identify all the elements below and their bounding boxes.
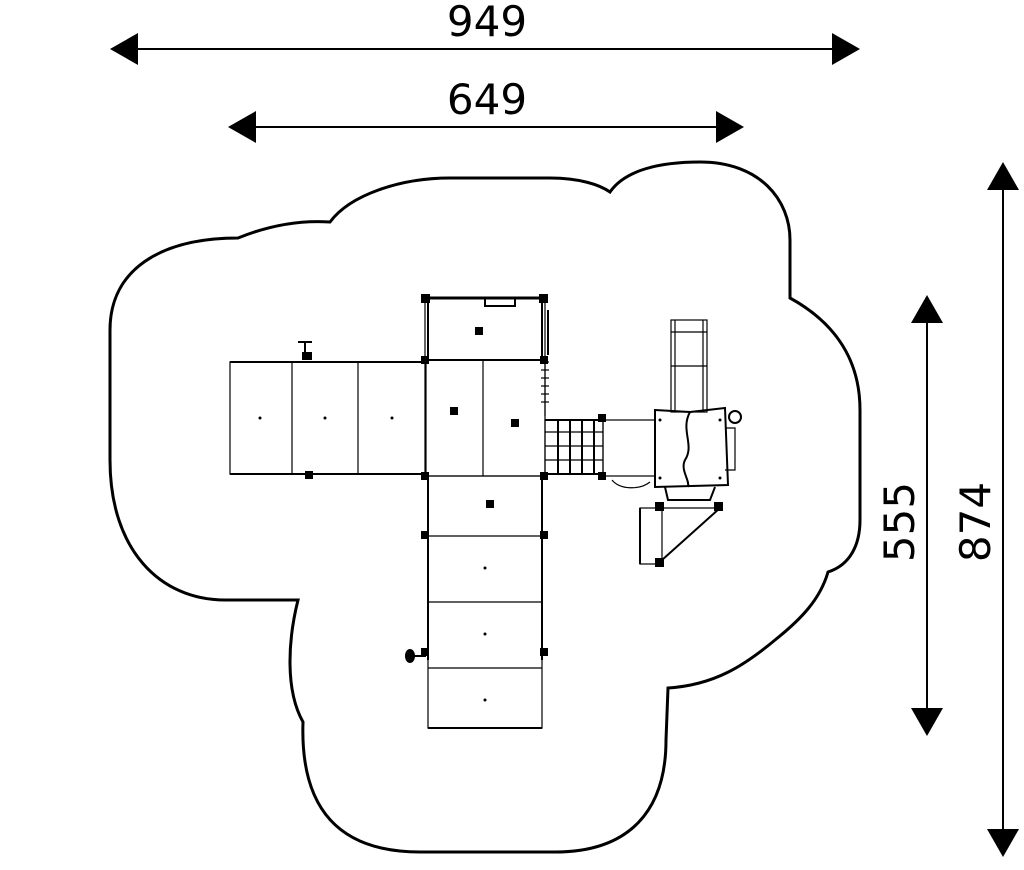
arrow-right-icon	[716, 111, 744, 143]
left-post	[298, 341, 312, 360]
ladder-rungs	[541, 360, 549, 416]
lower-deck	[421, 475, 548, 729]
right-tower	[654, 406, 742, 489]
arrow-down-icon	[987, 829, 1019, 857]
overall-width-label: 949	[447, 0, 527, 46]
arrow-left-icon	[228, 111, 256, 143]
dimension-equipment-depth: 555	[875, 295, 943, 736]
right-connector-deck	[602, 419, 656, 489]
equipment-depth-label: 555	[875, 482, 924, 562]
dimension-overall-width: 949	[110, 0, 860, 65]
left-deck	[229, 361, 427, 479]
dimension-overall-depth: 874	[951, 162, 1019, 857]
arrow-up-icon	[911, 295, 943, 323]
slide-top	[670, 319, 708, 413]
lower-left-post	[405, 649, 426, 663]
overall-depth-label: 874	[951, 482, 1000, 562]
equipment-width-label: 649	[447, 75, 527, 124]
arrow-left-icon	[110, 33, 138, 65]
arrow-up-icon	[987, 162, 1019, 190]
arrow-right-icon	[832, 33, 860, 65]
central-platform	[421, 356, 548, 480]
play-equipment	[229, 294, 742, 729]
safety-zone-outline	[108, 160, 862, 854]
bridge	[544, 414, 606, 480]
lower-climber	[639, 486, 723, 567]
top-tower	[421, 294, 549, 361]
arrow-down-icon	[911, 708, 943, 736]
dimension-equipment-width: 649	[228, 75, 744, 143]
